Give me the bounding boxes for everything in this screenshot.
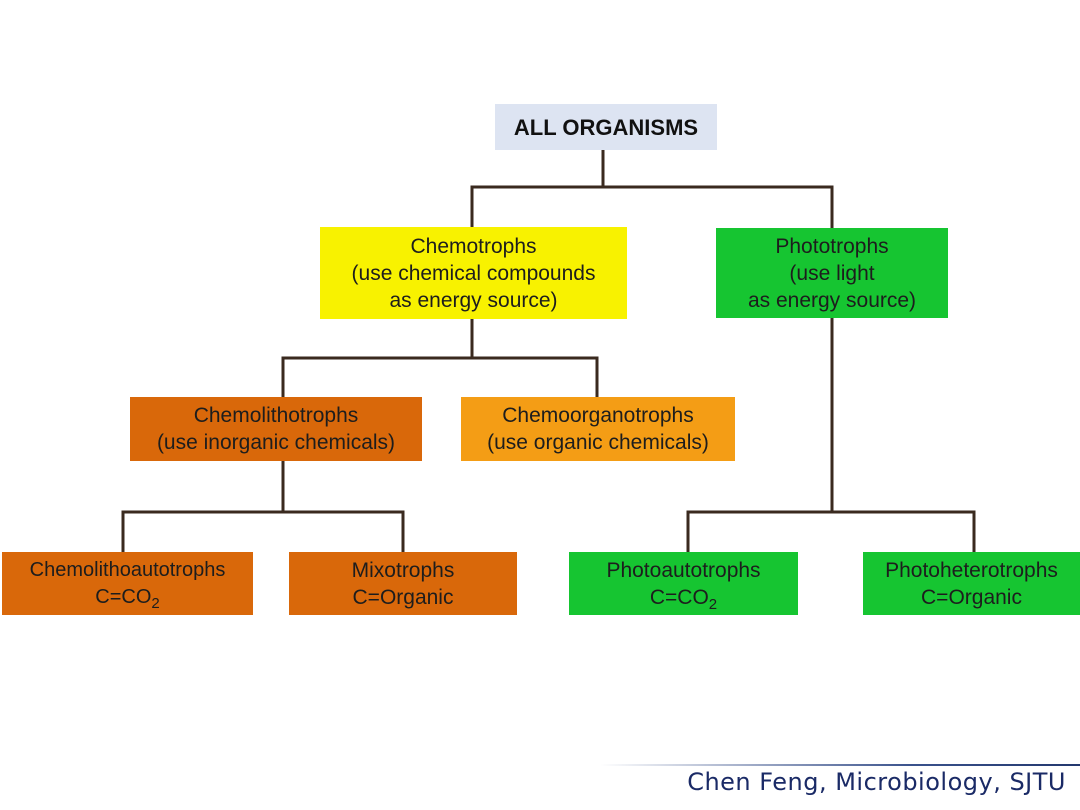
node-chemoorganotrophs: Chemoorganotrophs (use organic chemicals…	[461, 397, 735, 461]
node-all-organisms-label: ALL ORGANISMS	[513, 114, 699, 140]
formula-subscript: 2	[151, 594, 160, 612]
node-all-organisms: ALL ORGANISMS	[495, 104, 717, 150]
node-chemotrophs-desc-1: (use chemical compounds	[351, 261, 596, 285]
node-chemolithoautotrophs: Chemolithoautotrophs C=CO2	[2, 552, 253, 615]
node-chemotrophs-title: Chemotrophs	[410, 234, 537, 258]
node-chemotrophs-desc-2: as energy source)	[389, 288, 558, 312]
node-photoheterotrophs-title: Photoheterotrophs	[885, 558, 1058, 582]
formula-prefix: C=CO	[649, 585, 709, 609]
node-phototrophs-title: Phototrophs	[775, 234, 889, 258]
node-phototrophs-desc-2: as energy source)	[747, 288, 917, 312]
node-photoheterotrophs: Photoheterotrophs C=Organic	[863, 552, 1080, 615]
node-photoheterotrophs-formula: C=Organic	[921, 585, 1022, 609]
footer-divider	[600, 764, 1080, 766]
node-mixotrophs-title: Mixotrophs	[351, 558, 455, 582]
footer-credit: Chen Feng, Microbiology, SJTU	[687, 768, 1066, 796]
node-mixotrophs-formula: C=Organic	[352, 585, 454, 609]
node-phototrophs: Phototrophs (use light as energy source)	[716, 228, 948, 318]
node-chemolithotrophs-desc: (use inorganic chemicals)	[156, 431, 396, 454]
formula-prefix: C=CO	[95, 585, 152, 608]
node-chemotrophs: Chemotrophs (use chemical compounds as e…	[320, 227, 627, 319]
node-mixotrophs: Mixotrophs C=Organic	[289, 552, 517, 615]
node-chemolithotrophs: Chemolithotrophs (use inorganic chemical…	[130, 397, 422, 461]
node-chemoorganotrophs-desc: (use organic chemicals)	[487, 431, 709, 454]
node-chemolithoautotrophs-formula: C=CO2	[95, 584, 159, 611]
node-photoautotrophs: Photoautotrophs C=CO2	[569, 552, 798, 615]
node-phototrophs-desc-1: (use light	[789, 261, 875, 285]
node-chemolithotrophs-title: Chemolithotrophs	[193, 404, 359, 427]
node-chemoorganotrophs-title: Chemoorganotrophs	[502, 404, 694, 427]
node-photoautotrophs-formula: C=CO2	[649, 584, 718, 613]
formula-subscript: 2	[708, 595, 718, 613]
node-photoautotrophs-title: Photoautotrophs	[606, 558, 761, 582]
node-chemolithoautotrophs-title: Chemolithoautotrophs	[29, 558, 226, 581]
